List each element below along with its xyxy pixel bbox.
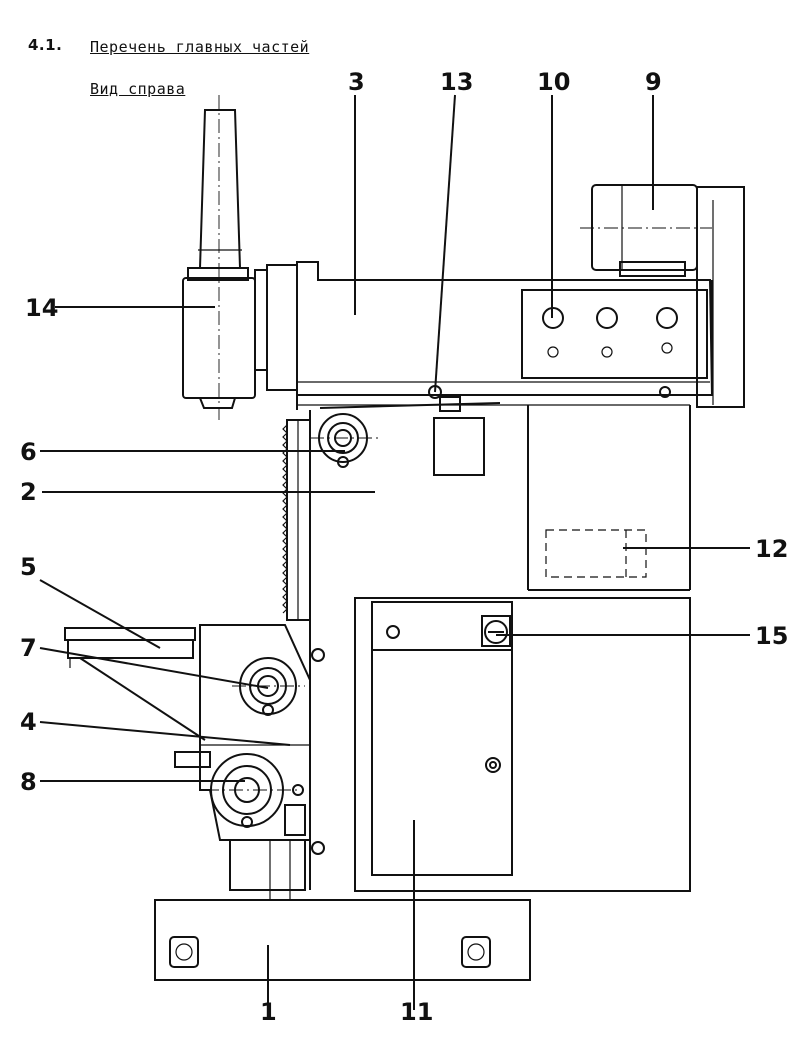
leader-lines [39, 94, 750, 1010]
handwheel-middle [232, 657, 305, 716]
callout-13: 13 [440, 68, 473, 96]
cabinet [354, 597, 691, 892]
callout-12: 12 [755, 535, 788, 563]
callout-9: 9 [645, 68, 662, 96]
callout-7: 7 [20, 634, 37, 662]
spindle-head [182, 95, 298, 420]
callout-15: 15 [755, 622, 788, 650]
section-number: 4.1. [28, 36, 63, 54]
callout-6: 6 [20, 438, 37, 466]
base [154, 839, 531, 981]
handwheel-upper [310, 413, 378, 468]
callout-5: 5 [20, 553, 37, 581]
callout-10: 10 [537, 68, 570, 96]
callout-labels: 1 2 3 4 5 6 7 8 9 10 11 12 13 14 15 [20, 68, 788, 1026]
knee-console [174, 624, 325, 855]
work-table [64, 627, 206, 741]
page-title: Перечень главных частей [90, 38, 310, 56]
motor [580, 184, 745, 408]
callout-14: 14 [25, 294, 58, 322]
callout-8: 8 [20, 768, 37, 796]
column [282, 405, 691, 890]
control-panel [521, 289, 708, 379]
lever [319, 385, 671, 476]
head-housing [296, 261, 714, 410]
electrical-box [545, 529, 647, 578]
callout-2: 2 [20, 478, 37, 506]
main-switch [481, 615, 511, 647]
view-subtitle: Вид справа [90, 80, 186, 98]
callout-1: 1 [260, 998, 277, 1026]
handwheel-lower [205, 753, 306, 836]
callout-11: 11 [400, 998, 433, 1026]
callout-4: 4 [20, 708, 37, 736]
callout-3: 3 [348, 68, 365, 96]
